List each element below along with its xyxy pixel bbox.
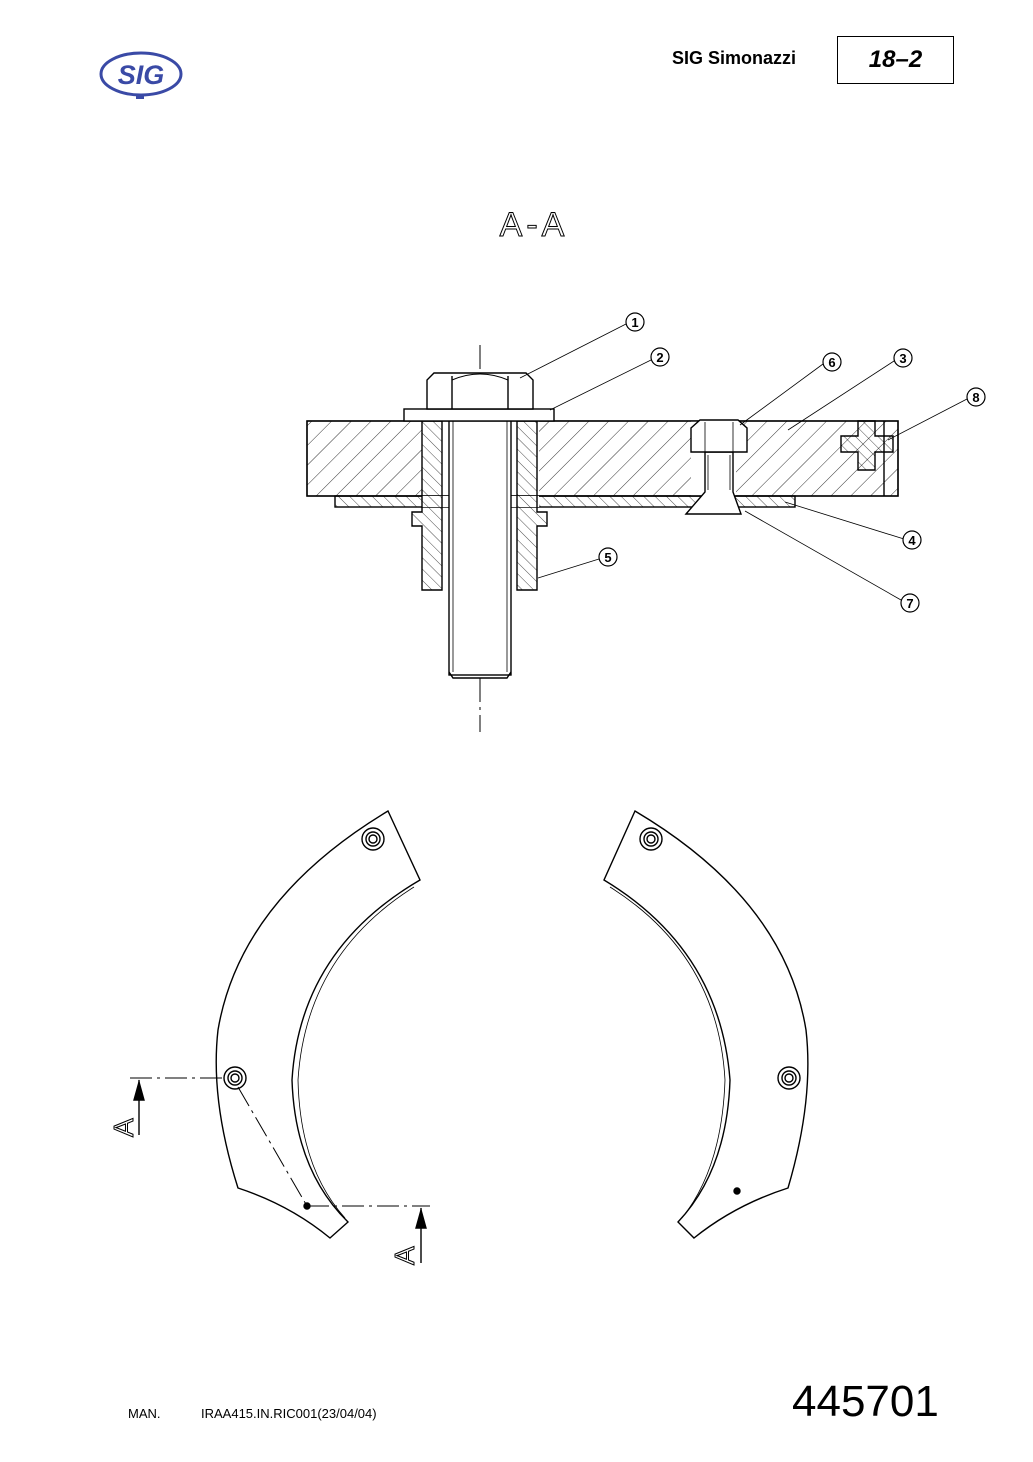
svg-text:6: 6 [828, 355, 835, 370]
footer-man-label: MAN. [128, 1406, 161, 1421]
callout-6: 6 [822, 352, 842, 372]
footer-code: 445701 [792, 1377, 939, 1426]
callout-1: 1 [625, 312, 645, 332]
section-title: A-A [500, 206, 569, 244]
leader-lines [519, 323, 968, 601]
callout-4: 4 [902, 530, 922, 550]
svg-text:7: 7 [906, 596, 913, 611]
callout-2: 2 [650, 347, 670, 367]
section-marker-left: A [108, 1118, 139, 1137]
left-segment [215, 809, 421, 1239]
page-number-box: 18–2 [837, 36, 954, 84]
footer-reference: IRAA415.IN.RIC001(23/04/04) [201, 1406, 377, 1421]
logo-text: SIG [118, 60, 165, 90]
plan-view [130, 809, 809, 1263]
sig-logo: SIG [99, 51, 183, 99]
svg-text:1: 1 [631, 315, 638, 330]
svg-text:3: 3 [899, 351, 906, 366]
svg-text:5: 5 [604, 550, 611, 565]
right-hole-mid [777, 1066, 801, 1090]
callout-5: 5 [598, 547, 618, 567]
page-number: 18–2 [868, 46, 923, 73]
svg-text:8: 8 [972, 390, 979, 405]
right-hole-top [639, 827, 663, 851]
left-hole-mid [223, 1066, 247, 1090]
section-marker-bottom: A [389, 1246, 420, 1265]
right-segment [603, 809, 809, 1239]
callouts: 1 2 3 4 5 6 7 8 [598, 312, 986, 613]
callout-7: 7 [900, 593, 920, 613]
callout-3: 3 [893, 348, 913, 368]
section-view [306, 345, 899, 732]
svg-text:2: 2 [656, 350, 663, 365]
left-hole-top [361, 827, 385, 851]
svg-text:4: 4 [908, 533, 916, 548]
callout-8: 8 [966, 387, 986, 407]
brand-name: SIG Simonazzi [672, 48, 797, 68]
